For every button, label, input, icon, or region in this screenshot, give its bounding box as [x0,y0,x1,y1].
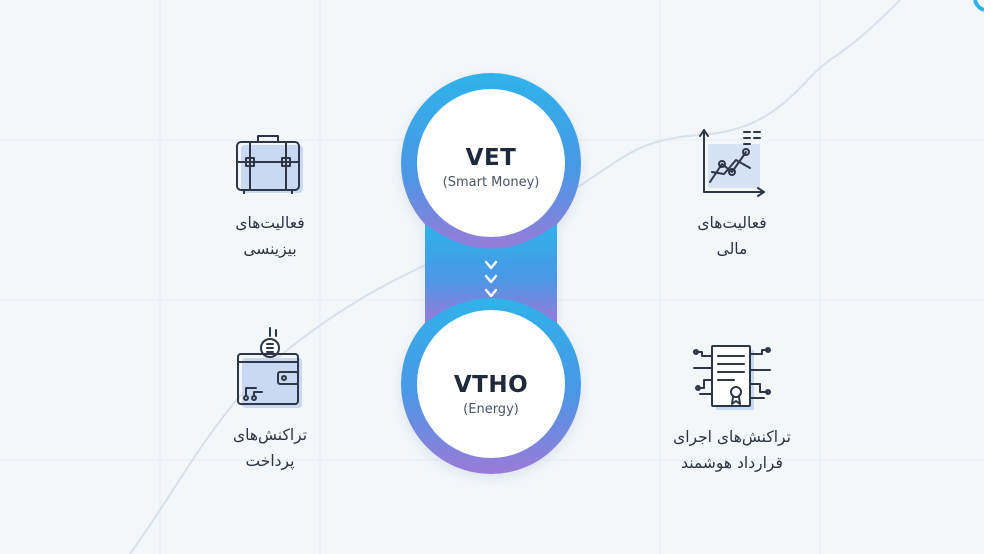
token-vtho-name: VTHO [453,372,529,398]
feature-payments-line2: پرداخت [245,452,295,470]
feature-business-line2: بیزینسی [243,240,297,258]
feature-payments-label: تراکنش‌های پرداخت [200,422,340,474]
token-vet: VET (Smart Money) [411,145,571,190]
feature-business-label: فعالیت‌های بیزینسی [200,210,340,262]
feature-financial-label: فعالیت‌های مالی [662,210,802,262]
feature-payments: تراکنش‌های پرداخت [200,326,340,474]
token-vtho: VTHO (Energy) [411,372,571,417]
feature-financial-line2: مالی [716,240,748,258]
feature-smart-contract: تراکنش‌های اجرای قرارداد هوشمند [652,344,812,476]
line-chart-icon [699,129,765,197]
feature-smart-contract-line1: تراکنش‌های اجرای [673,428,791,446]
wallet-coin-icon [237,327,302,408]
feature-business: فعالیت‌های بیزینسی [200,132,340,262]
feature-payments-line1: تراکنش‌های [232,426,308,444]
briefcase-icon [236,135,303,194]
feature-financial-line1: فعالیت‌های [697,214,767,232]
token-vet-subtitle: (Smart Money) [442,175,540,190]
feature-smart-contract-label: تراکنش‌های اجرای قرارداد هوشمند [652,424,812,476]
feature-financial: فعالیت‌های مالی [662,128,802,262]
feature-smart-contract-line2: قرارداد هوشمند [681,454,783,472]
feature-business-line1: فعالیت‌های [235,214,305,232]
contract-document-icon [693,345,771,410]
token-vtho-subtitle: (Energy) [463,402,519,417]
token-vet-name: VET [465,145,517,171]
